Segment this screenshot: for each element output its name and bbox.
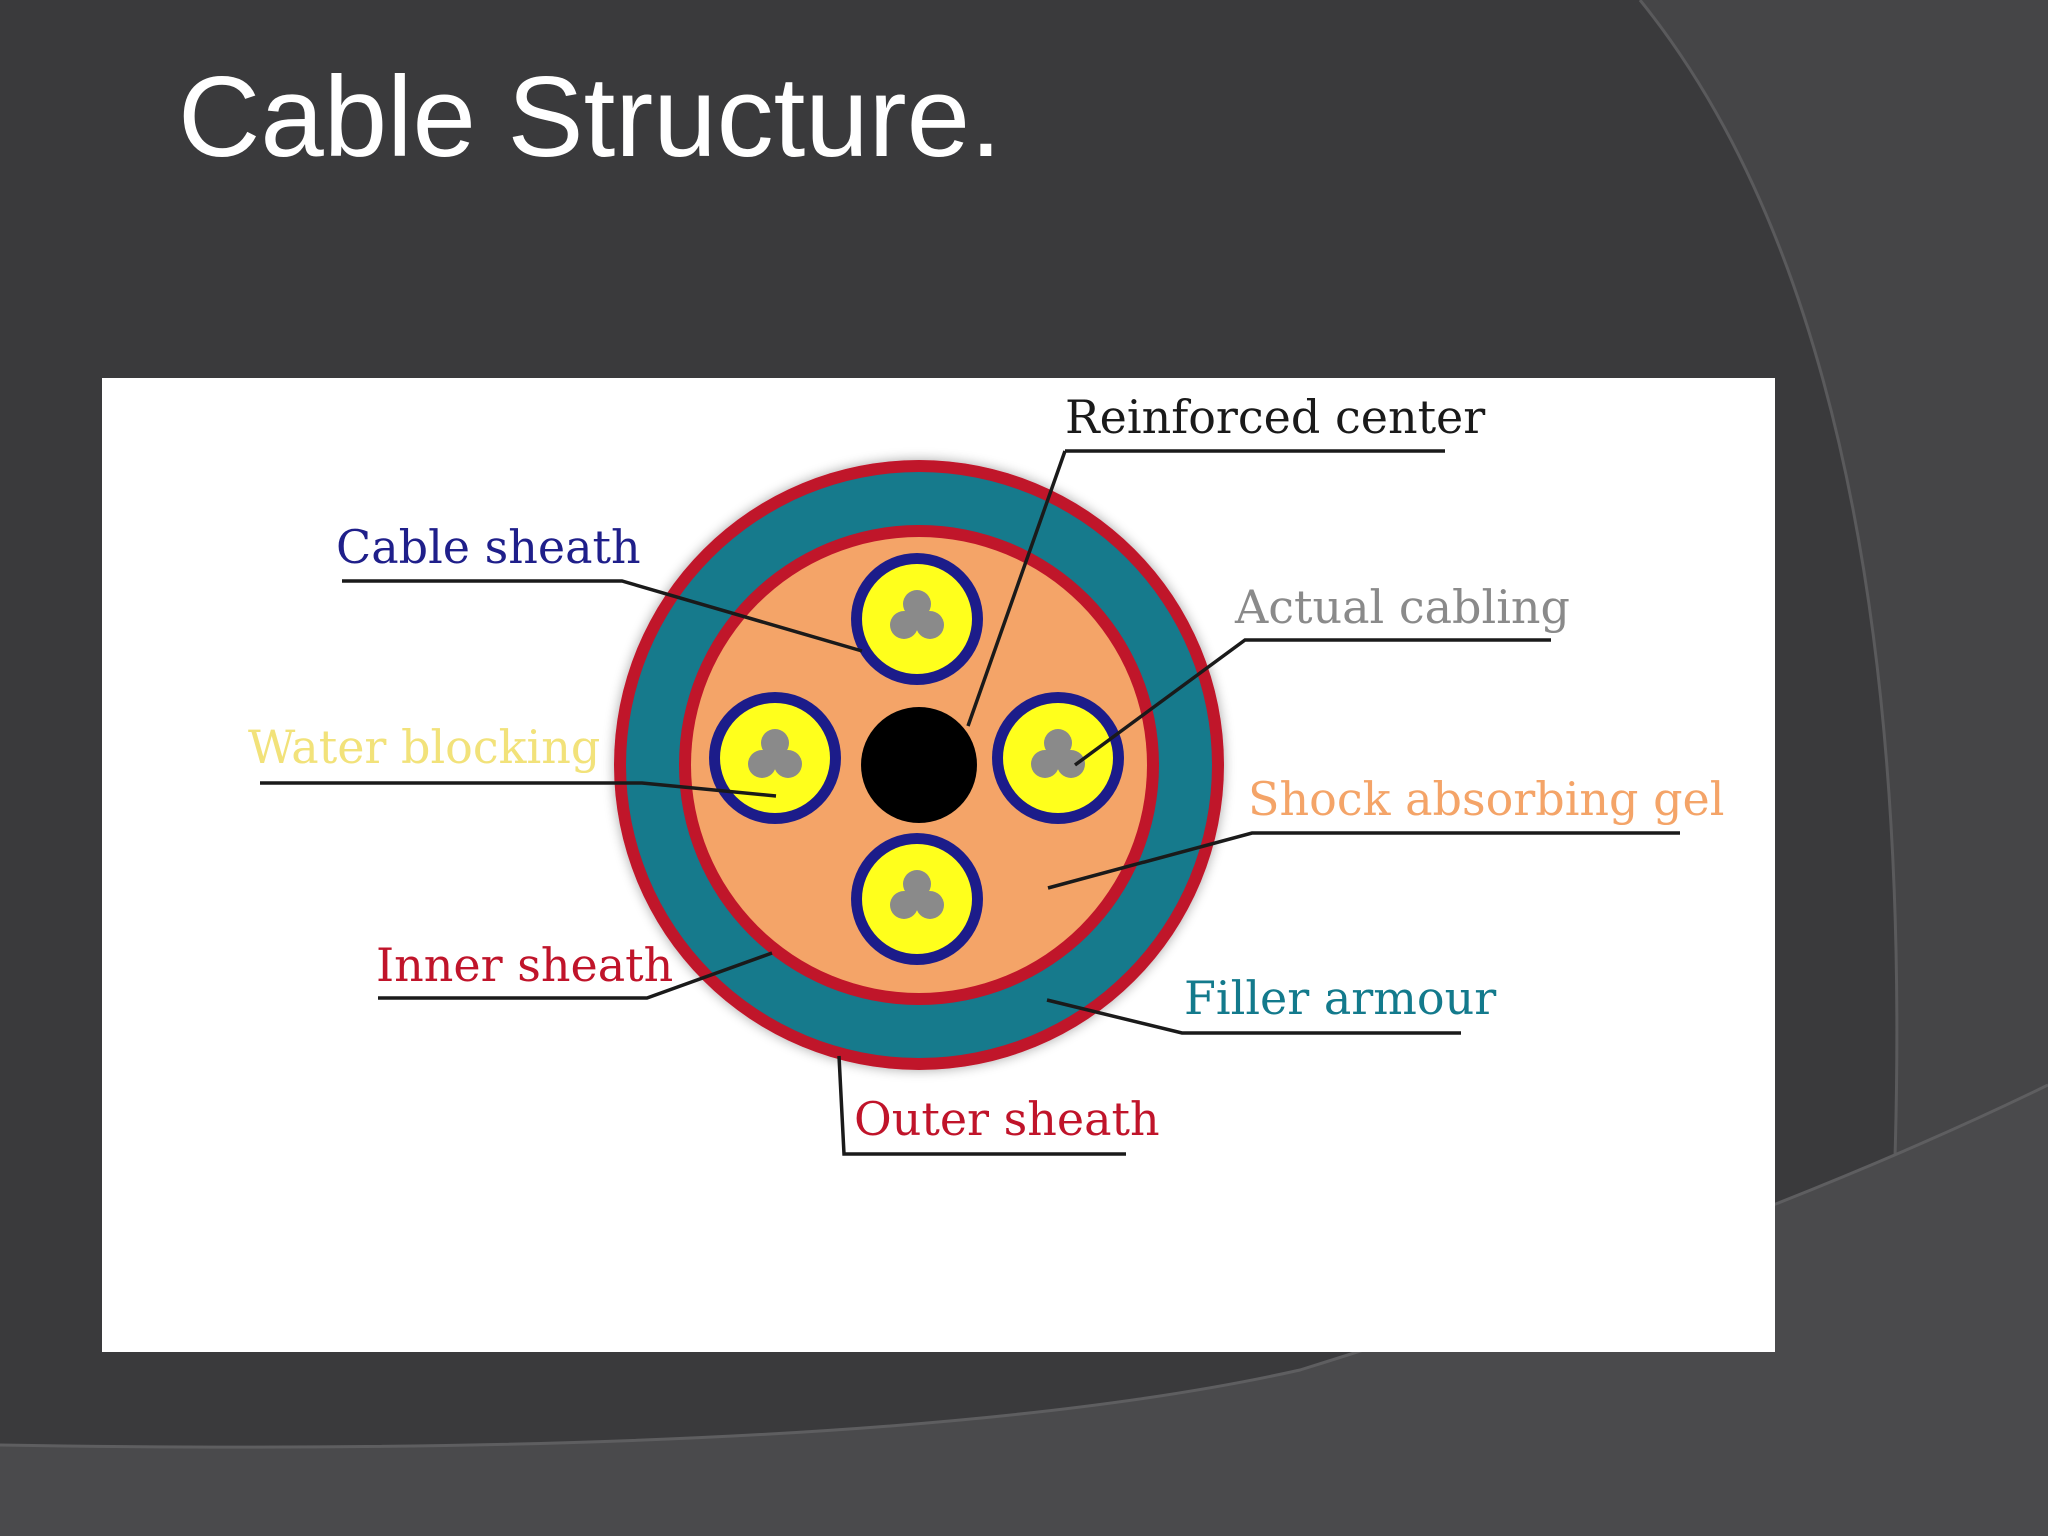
cable-tube-top [851,553,983,685]
leader-lines [260,449,1680,1156]
label-reinforced-center: Reinforced center [1065,390,1485,444]
leader-line-outer-sheath [837,1055,1126,1156]
label-shock-absorbing-gel: Shock absorbing gel [1248,772,1725,826]
cable-tube-left [709,692,841,824]
leader-line-filler-armour [1046,998,1461,1035]
diagram-panel: Reinforced center Cable sheath Actual ca… [102,378,1775,1352]
leader-line-actual-cabling [1073,638,1551,767]
leader-line-reinforced-center-pointer [966,450,1067,727]
label-outer-sheath: Outer sheath [854,1092,1160,1146]
label-filler-armour: Filler armour [1184,971,1496,1025]
reinforced-center-core [861,707,977,823]
cable-cross-section [614,460,1224,1070]
slide-title: Cable Structure. [178,54,1002,181]
label-actual-cabling: Actual cabling [1234,580,1570,634]
leader-line-shock-absorbing-gel [1047,831,1680,890]
leader-line-water-blocking [260,781,777,798]
background-wave-bottom [0,1085,2048,1536]
leader-line-cable-sheath [342,579,863,653]
leader-line-inner-sheath [378,951,773,1000]
cable-tube-bottom [851,833,983,965]
cable-tube-right [992,692,1124,824]
cable-cross-section-diagram: Reinforced center Cable sheath Actual ca… [248,390,1725,1156]
label-water-blocking: Water blocking [248,720,600,774]
label-cable-sheath: Cable sheath [336,520,641,574]
label-inner-sheath: Inner sheath [376,938,673,992]
